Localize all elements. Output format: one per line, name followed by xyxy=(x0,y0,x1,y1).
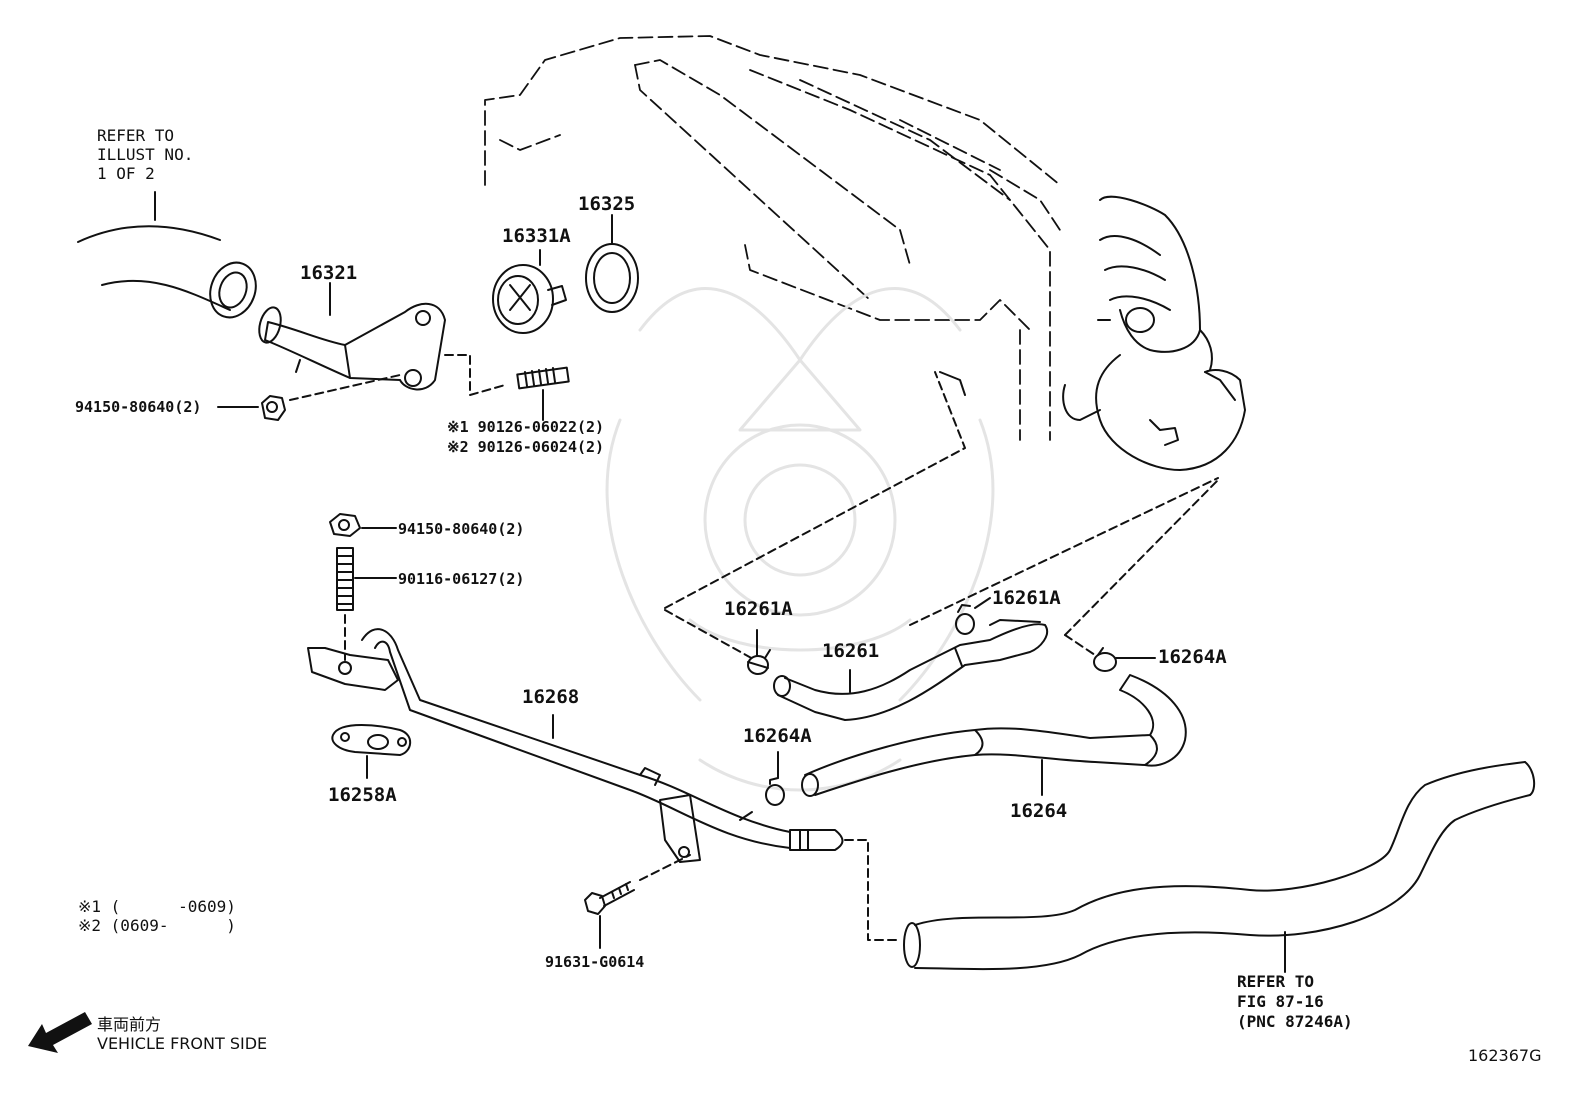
bolt-91631 xyxy=(584,881,635,949)
note-2: ※2 (0609- ) xyxy=(78,916,236,935)
part-label-16261A-right: 16261A xyxy=(992,587,1061,609)
refer-top-line2: ILLUST NO. xyxy=(97,145,194,164)
part-label-16325: 16325 xyxy=(578,193,636,215)
nut-94150-mid xyxy=(329,513,397,537)
stud-90126 xyxy=(516,366,570,421)
water-inlet-16321 xyxy=(258,282,446,391)
part-label-90126-2: ※2 90126-06024(2) xyxy=(447,438,605,456)
clamp-16264A-right xyxy=(1093,647,1156,672)
part-label-16264A-mid: 16264A xyxy=(743,725,812,747)
leader-dash-1 xyxy=(289,374,401,401)
hose-16264 xyxy=(801,674,1187,797)
nut-94150-top xyxy=(217,395,286,421)
upper-hose xyxy=(77,191,257,319)
leader-dash-2 xyxy=(444,354,506,396)
part-label-16331A: 16331A xyxy=(502,225,571,247)
part-label-90126-1: ※1 90126-06022(2) xyxy=(447,418,605,436)
notes: ※1 ( -0609) ※2 (0609- ) xyxy=(78,897,236,935)
part-label-94150-mid: 94150-80640(2) xyxy=(398,520,525,538)
clamp-16261A-right xyxy=(955,597,991,635)
refer-top-line3: 1 OF 2 xyxy=(97,164,155,183)
stud-90116 xyxy=(336,547,397,611)
refer-bottom-line2: FIG 87-16 xyxy=(1237,992,1324,1011)
hose-16261 xyxy=(773,619,1049,721)
note-1: ※1 ( -0609) xyxy=(78,897,236,916)
direction-en: VEHICLE FRONT SIDE xyxy=(97,1034,268,1053)
refer-bottom-line1: REFER TO xyxy=(1237,972,1315,991)
part-label-94150-top: 94150-80640(2) xyxy=(75,398,202,416)
direction-jp: 車両前方 xyxy=(97,1015,162,1034)
part-label-16264A-right: 16264A xyxy=(1158,646,1227,668)
figure-id: 162367G xyxy=(1468,1046,1542,1065)
water-pipe-16268 xyxy=(307,628,844,863)
throttle-body-assembly xyxy=(1062,195,1246,471)
watermark-emblem xyxy=(605,287,995,792)
refer-bottom-line3: (PNC 87246A) xyxy=(1237,1012,1353,1031)
clamp-16261A-left xyxy=(747,629,771,675)
front-arrow-icon xyxy=(28,1012,92,1053)
part-label-16261: 16261 xyxy=(822,640,880,662)
clamp-16264A-mid xyxy=(765,751,785,806)
thermostat-16331A xyxy=(492,249,567,334)
part-label-16258A: 16258A xyxy=(328,784,397,806)
refer-bottom-note: REFER TO FIG 87-16 (PNC 87246A) xyxy=(1237,972,1353,1032)
lower-hose xyxy=(903,761,1536,973)
refer-top-note: REFER TO ILLUST NO. 1 OF 2 xyxy=(97,126,193,183)
part-label-16321: 16321 xyxy=(300,262,358,284)
part-label-16261A-left: 16261A xyxy=(724,598,793,620)
part-label-16264: 16264 xyxy=(1010,800,1068,822)
engine-outline xyxy=(484,35,1061,441)
gasket-16325 xyxy=(585,214,639,313)
part-label-91631: 91631-G0614 xyxy=(545,953,645,971)
part-label-90116: 90116-06127(2) xyxy=(398,570,525,588)
gasket-16258A xyxy=(331,724,412,779)
part-label-16268: 16268 xyxy=(522,686,580,708)
refer-top-line1: REFER TO xyxy=(97,126,175,145)
